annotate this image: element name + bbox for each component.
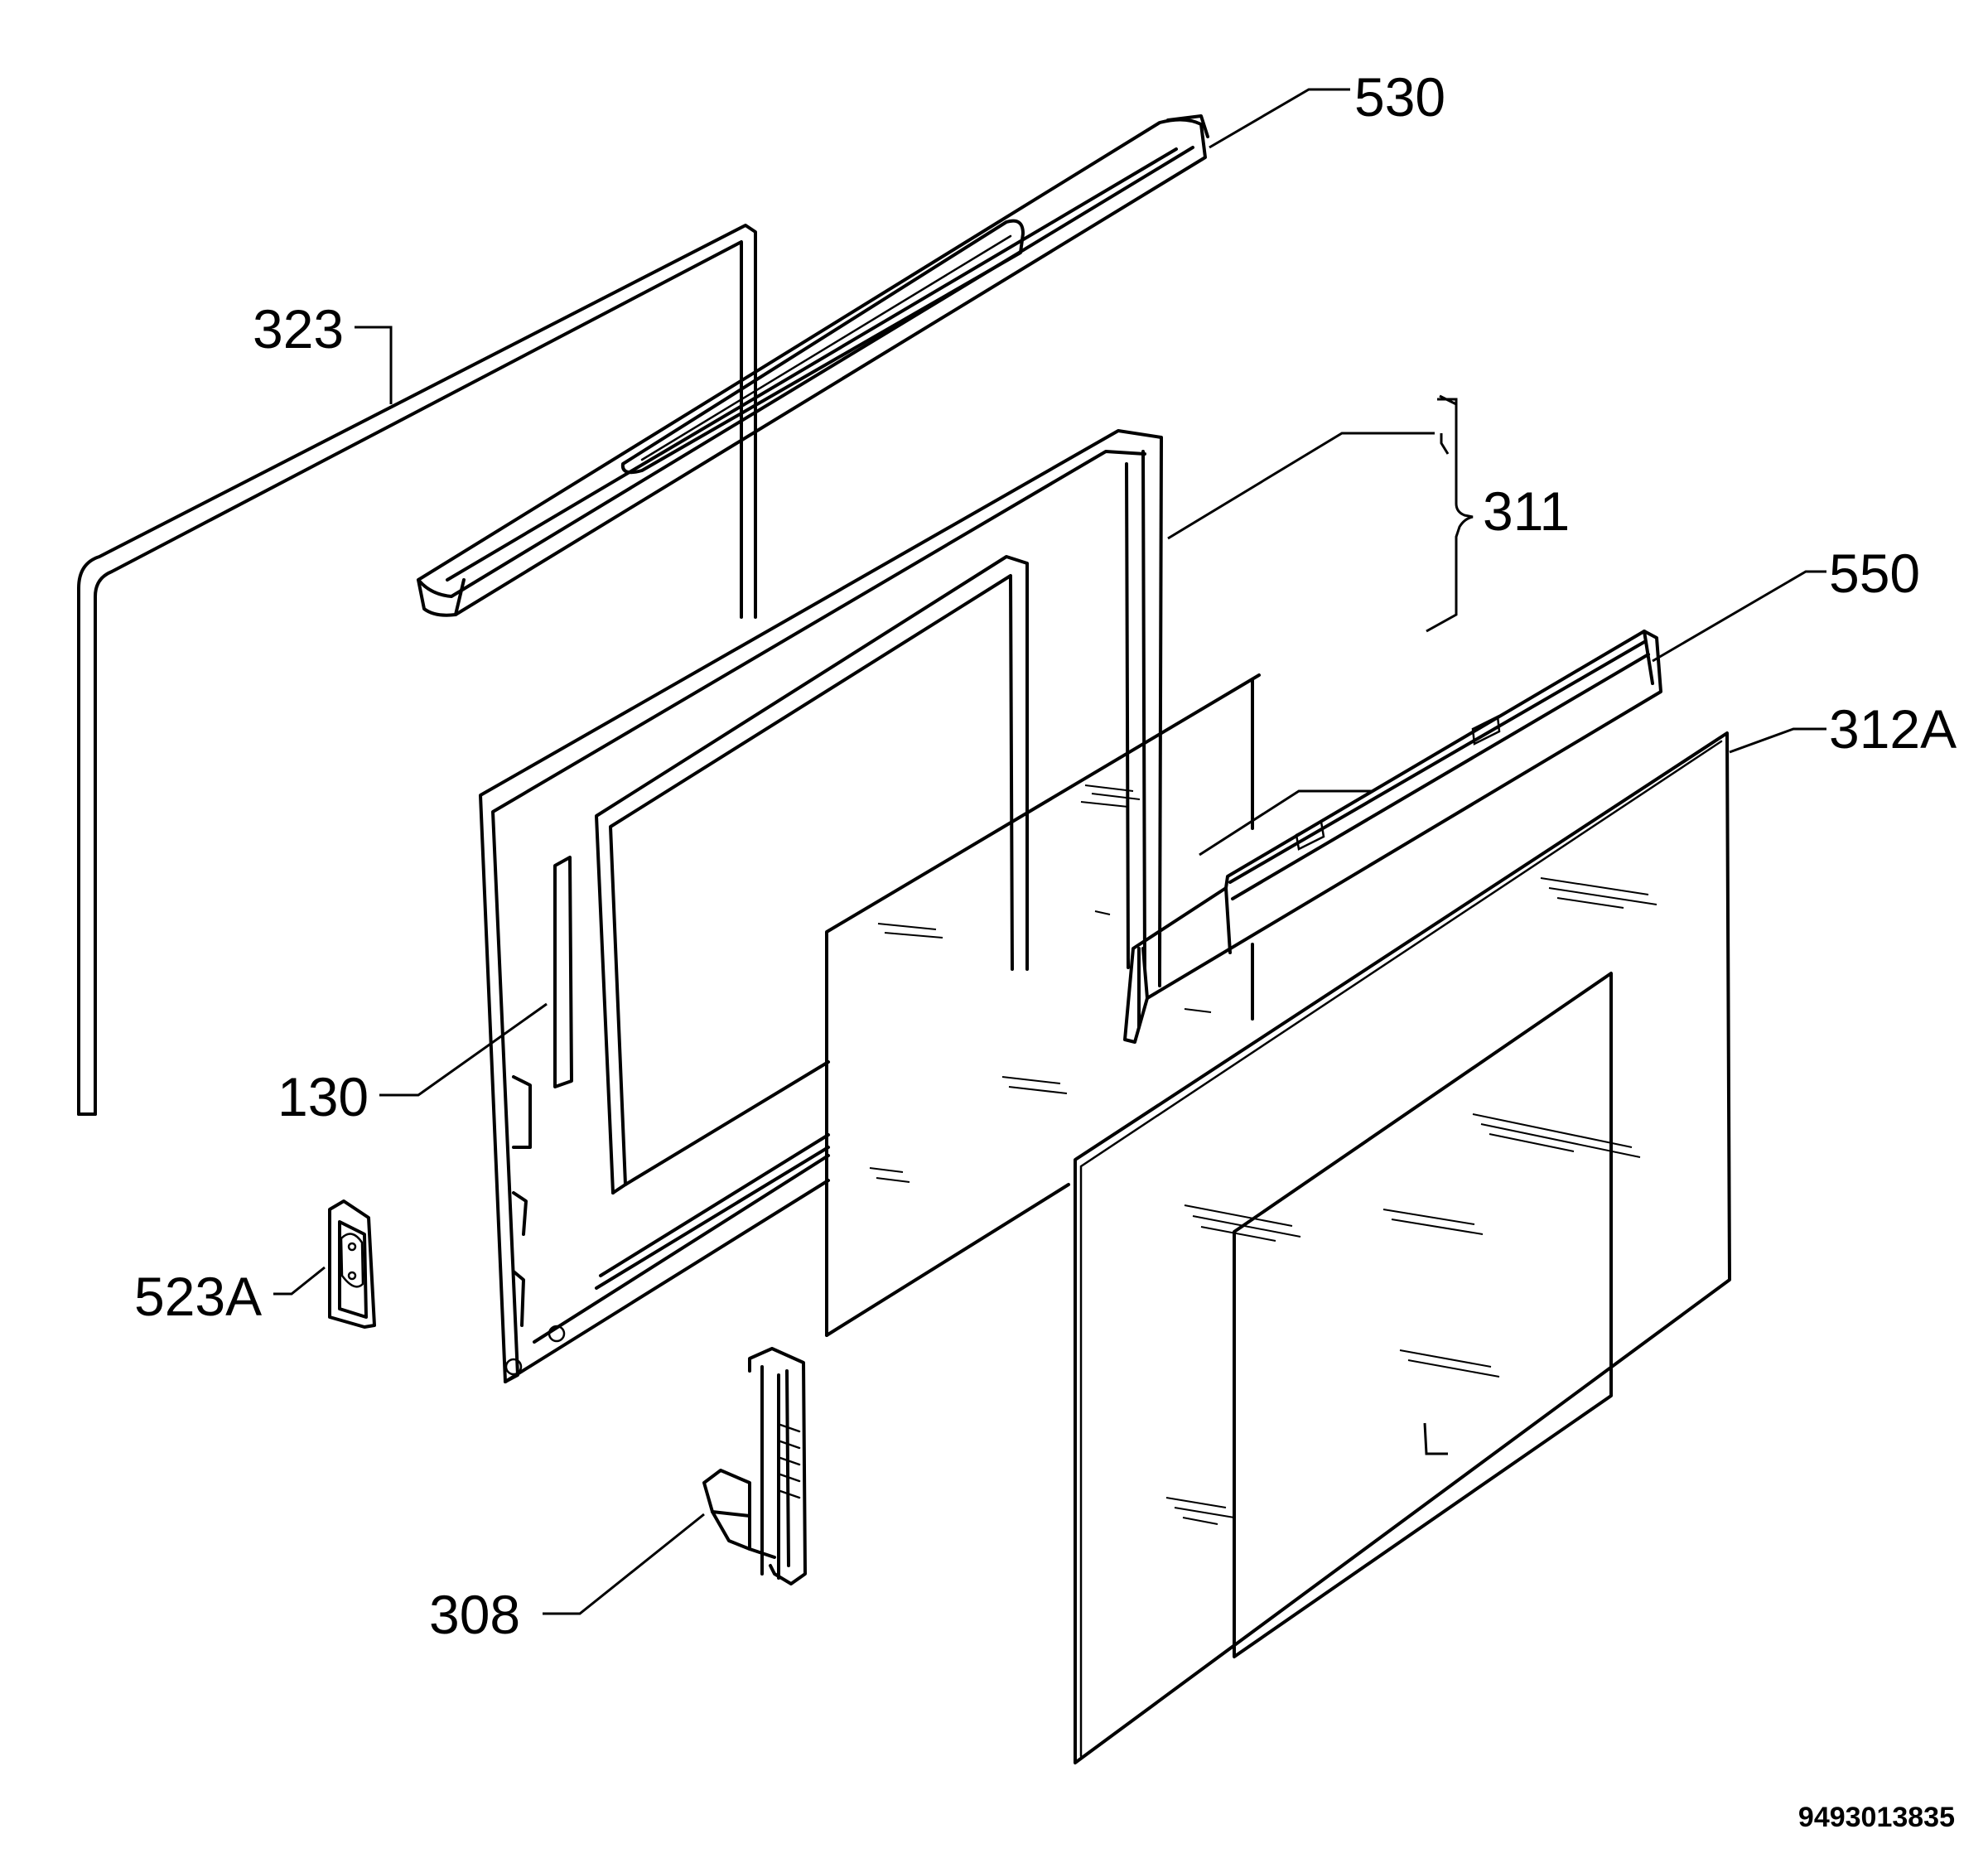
part-550-profile [1123, 630, 1662, 1044]
callout-130: 130 [277, 1066, 369, 1127]
part-308-hinge [702, 1347, 807, 1585]
callout-323: 323 [253, 298, 344, 360]
part-523a-catch [328, 1199, 376, 1329]
part-312a-outer-glass [1074, 731, 1731, 1764]
callout-308: 308 [429, 1584, 520, 1645]
part-inner-glass [825, 673, 1261, 1337]
callout-523a: 523A [134, 1266, 262, 1327]
part-130-strip [553, 856, 573, 1088]
part-530-handle [417, 114, 1209, 617]
leader-lines [273, 88, 1826, 1615]
callout-311: 311 [1483, 480, 1570, 542]
callout-312a: 312A [1829, 698, 1957, 760]
part-323-seal [77, 224, 757, 1116]
callout-530: 530 [1354, 66, 1445, 128]
callout-550: 550 [1829, 543, 1920, 604]
drawing-number: 9493013835 [1798, 1802, 1955, 1833]
part-311-inner-frame [479, 429, 1163, 1383]
